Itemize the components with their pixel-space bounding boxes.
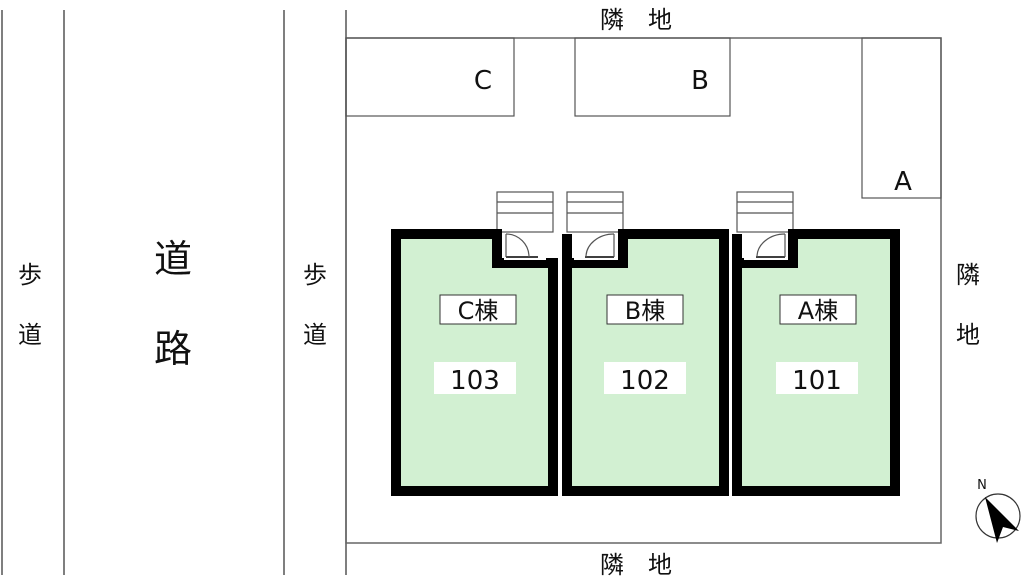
unit-a-101: A棟 101 bbox=[732, 191, 900, 496]
road-char-1: 道 bbox=[154, 237, 192, 281]
unit-a-building-label: A棟 bbox=[798, 297, 838, 325]
unit-a-room-number: 101 bbox=[792, 366, 842, 396]
neighbor-bottom-label: 隣 地 bbox=[600, 551, 672, 579]
parking-b-label: B bbox=[691, 66, 709, 96]
neighbor-right-char-1: 隣 bbox=[956, 261, 980, 289]
door-icon bbox=[756, 233, 786, 258]
parking-b: B bbox=[574, 37, 731, 117]
right-sidewalk-char-1: 歩 bbox=[303, 261, 327, 289]
parking-a: A bbox=[861, 37, 942, 199]
road-char-2: 路 bbox=[154, 327, 192, 371]
parking-a-label: A bbox=[894, 167, 912, 197]
left-sidewalk-char-2: 道 bbox=[18, 321, 42, 349]
unit-b-building-label: B棟 bbox=[625, 297, 665, 325]
stairs-icon bbox=[736, 191, 794, 233]
north-arrow-icon bbox=[985, 497, 1019, 543]
neighbor-right-char-2: 地 bbox=[956, 321, 980, 349]
stairs-icon bbox=[496, 191, 554, 233]
door-icon bbox=[505, 233, 530, 258]
unit-b-room-number: 102 bbox=[620, 366, 670, 396]
unit-c-building-label: C棟 bbox=[458, 297, 499, 325]
right-sidewalk-char-2: 道 bbox=[303, 321, 327, 349]
unit-c-103: C棟 103 bbox=[391, 191, 558, 496]
compass-north-label: N bbox=[977, 478, 987, 493]
unit-b-102: B棟 102 bbox=[562, 191, 729, 496]
compass: N bbox=[975, 478, 1021, 543]
left-sidewalk-char-1: 歩 bbox=[18, 261, 42, 289]
door-icon bbox=[585, 233, 615, 258]
neighbor-top-label: 隣 地 bbox=[600, 6, 672, 34]
unit-c-room-number: 103 bbox=[450, 366, 500, 396]
parking-c: C bbox=[345, 37, 515, 117]
stairs-icon bbox=[566, 191, 624, 233]
parking-c-label: C bbox=[474, 66, 492, 96]
